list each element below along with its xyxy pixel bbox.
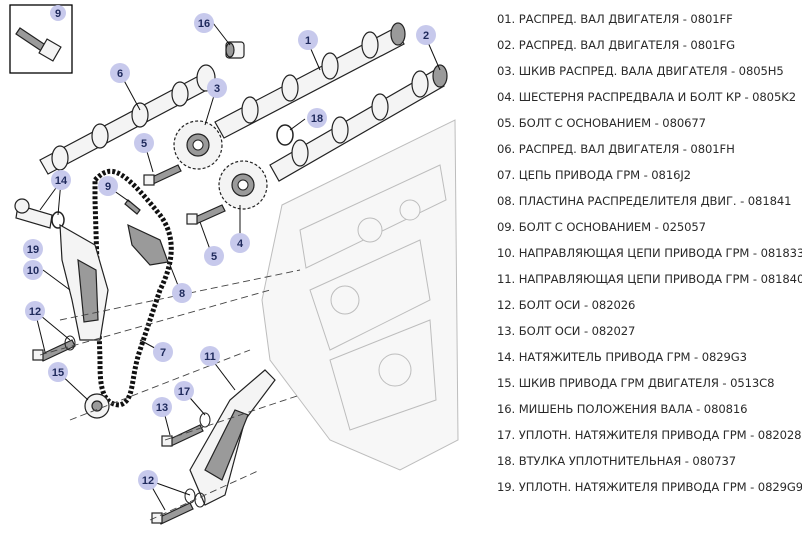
callout-14: 14 bbox=[51, 170, 71, 190]
svg-text:7: 7 bbox=[160, 347, 166, 359]
pivot-bolt-12-upper bbox=[32, 335, 76, 362]
svg-text:5: 5 bbox=[141, 138, 147, 150]
callout-11: 11 bbox=[200, 346, 220, 366]
parts-list-item: 07. ЦЕПЬ ПРИВОДА ГРМ - 0816J2 bbox=[497, 168, 691, 182]
parts-list-item: 18. ВТУЛКА УПЛОТНИТЕЛЬНАЯ - 080737 bbox=[497, 454, 737, 468]
parts-list-item: 14. НАТЯЖИТЕЛЬ ПРИВОДА ГРМ - 0829G3 bbox=[497, 350, 747, 364]
callout-4: 4 bbox=[230, 233, 250, 253]
callout-5-upper: 5 bbox=[134, 133, 154, 153]
parts-list-item: 03. ШКИВ РАСПРЕД. ВАЛА ДВИГАТЕЛЯ - 0805H… bbox=[497, 64, 784, 78]
camshaft-2 bbox=[269, 64, 448, 182]
timing-chain-7 bbox=[92, 168, 174, 408]
svg-text:18: 18 bbox=[311, 113, 323, 125]
parts-list-item: 06. РАСПРЕД. ВАЛ ДВИГАТЕЛЯ - 0801FH bbox=[497, 142, 735, 156]
parts-list: 01. РАСПРЕД. ВАЛ ДВИГАТЕЛЯ - 0801FF 02. … bbox=[497, 6, 802, 500]
callout-6: 6 bbox=[110, 63, 130, 83]
callout-15: 15 bbox=[48, 362, 68, 382]
pivot-bolt-12-lower bbox=[151, 488, 206, 525]
svg-text:12: 12 bbox=[142, 475, 154, 487]
callout-1: 1 bbox=[298, 30, 318, 50]
svg-text:11: 11 bbox=[204, 351, 216, 363]
engine-block bbox=[261, 119, 459, 471]
pivot-bolt-13 bbox=[161, 412, 211, 447]
svg-text:12: 12 bbox=[29, 306, 41, 318]
svg-text:9: 9 bbox=[105, 181, 111, 193]
camshaft-1 bbox=[214, 22, 406, 139]
callout-16: 16 bbox=[194, 13, 214, 33]
shaft-position-target-16 bbox=[225, 41, 245, 59]
callout-3: 3 bbox=[207, 78, 227, 98]
parts-list-item: 16. МИШЕНЬ ПОЛОЖЕНИЯ ВАЛА - 080816 bbox=[497, 402, 748, 416]
exploded-parts-diagram: 9 16 1 2 6 3 18 5 14 9 4 5 19 10 8 12 7 … bbox=[9, 4, 459, 525]
parts-list-item: 04. ШЕСТЕРНЯ РАСПРЕДВАЛА И БОЛТ КР - 080… bbox=[497, 90, 797, 104]
tensioner-14 bbox=[14, 198, 65, 229]
parts-list-item: 01. РАСПРЕД. ВАЛ ДВИГАТЕЛЯ - 0801FF bbox=[497, 12, 733, 26]
camshaft-pulley-3 bbox=[173, 120, 223, 170]
svg-text:19: 19 bbox=[27, 244, 39, 256]
chain-guide-10 bbox=[59, 223, 109, 341]
parts-list-item: 11. НАПРАВЛЯЮЩАЯ ЦЕПИ ПРИВОДА ГРМ - 0818… bbox=[497, 272, 802, 286]
svg-text:3: 3 bbox=[214, 83, 220, 95]
bolt-5-upper bbox=[143, 164, 182, 186]
callout-8: 8 bbox=[172, 283, 192, 303]
callout-7: 7 bbox=[153, 342, 173, 362]
bolt-5-lower bbox=[186, 204, 226, 225]
parts-list-item: 17. УПЛОТН. НАТЯЖИТЕЛЯ ПРИВОДА ГРМ - 082… bbox=[497, 428, 802, 442]
parts-list-item: 08. ПЛАСТИНА РАСПРЕДЕЛИТЕЛЯ ДВИГ. - 0818… bbox=[497, 194, 792, 208]
callout-13: 13 bbox=[152, 397, 172, 417]
svg-text:9: 9 bbox=[55, 8, 61, 20]
callout-19: 19 bbox=[23, 239, 43, 259]
parts-list-item: 19. УПЛОТН. НАТЯЖИТЕЛЯ ПРИВОДА ГРМ - 082… bbox=[497, 480, 802, 494]
parts-list-item: 09. БОЛТ С ОСНОВАНИЕМ - 025057 bbox=[497, 220, 706, 234]
camshaft-gear-4 bbox=[218, 160, 268, 210]
svg-text:13: 13 bbox=[156, 402, 168, 414]
callout-18: 18 bbox=[307, 108, 327, 128]
callout-2: 2 bbox=[416, 25, 436, 45]
parts-list-item: 13. БОЛТ ОСИ - 082027 bbox=[497, 324, 636, 338]
callout-17: 17 bbox=[174, 381, 194, 401]
svg-text:8: 8 bbox=[179, 288, 185, 300]
parts-list-item: 10. НАПРАВЛЯЮЩАЯ ЦЕПИ ПРИВОДА ГРМ - 0818… bbox=[497, 246, 802, 260]
svg-text:6: 6 bbox=[117, 68, 123, 80]
callout-10: 10 bbox=[23, 260, 43, 280]
svg-text:10: 10 bbox=[27, 265, 39, 277]
callout-5-lower: 5 bbox=[204, 246, 224, 266]
bolt-9-small bbox=[124, 199, 141, 215]
parts-list-item: 05. БОЛТ С ОСНОВАНИЕМ - 080677 bbox=[497, 116, 706, 130]
svg-text:2: 2 bbox=[423, 30, 429, 42]
distributor-plate-8 bbox=[127, 223, 169, 266]
parts-list-item: 12. БОЛТ ОСИ - 082026 bbox=[497, 298, 636, 312]
svg-text:16: 16 bbox=[198, 18, 210, 30]
callout-12-lower: 12 bbox=[138, 470, 158, 490]
svg-text:14: 14 bbox=[55, 175, 68, 187]
seal-bushing-18 bbox=[276, 124, 294, 146]
svg-text:4: 4 bbox=[237, 238, 244, 250]
svg-text:15: 15 bbox=[52, 367, 64, 379]
callout-9: 9 bbox=[98, 176, 118, 196]
svg-text:1: 1 bbox=[305, 35, 311, 47]
parts-list-item: 15. ШКИВ ПРИВОДА ГРМ ДВИГАТЕЛЯ - 0513C8 bbox=[497, 376, 775, 390]
chain-guide-11 bbox=[189, 369, 276, 506]
parts-list-item: 02. РАСПРЕД. ВАЛ ДВИГАТЕЛЯ - 0801FG bbox=[497, 38, 735, 52]
callout-9-inset: 9 bbox=[50, 5, 66, 21]
svg-text:17: 17 bbox=[178, 386, 190, 398]
svg-text:5: 5 bbox=[211, 251, 217, 263]
callout-12-upper: 12 bbox=[25, 301, 45, 321]
